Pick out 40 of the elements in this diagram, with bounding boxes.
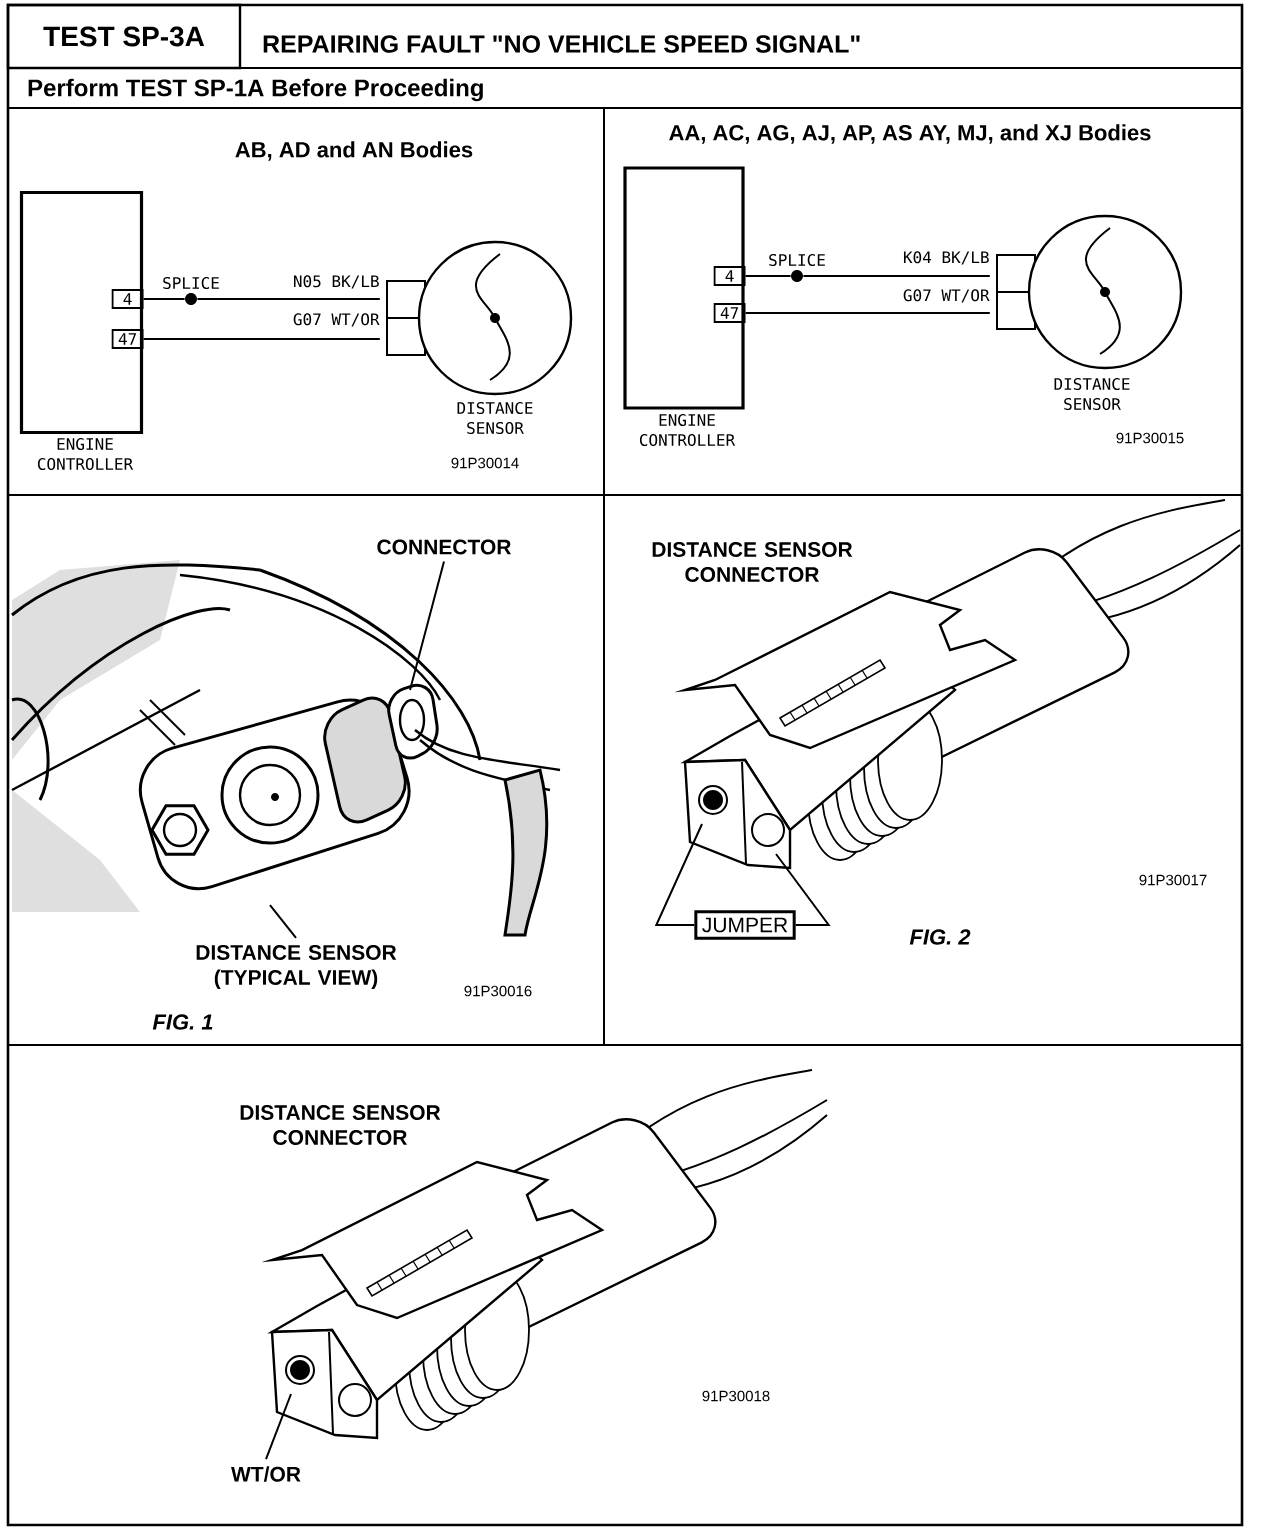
panel-heading: AB, AD and AN Bodies <box>235 141 473 161</box>
wire <box>142 338 381 340</box>
figure-number: 91P30015 <box>1116 432 1184 444</box>
leader-line <box>775 853 831 926</box>
wire <box>744 275 792 277</box>
wire <box>196 298 381 300</box>
pin-box: 4 <box>111 289 144 309</box>
title-text: REPAIRING FAULT "NO VEHICLE SPEED SIGNAL" <box>263 35 860 53</box>
part-label: DISTANCE SENSOR CONNECTOR <box>652 542 853 582</box>
leader-line <box>409 560 445 691</box>
pin-box: 47 <box>713 303 746 323</box>
leader-line <box>269 904 297 939</box>
panel-heading: AA, AC, AG, AJ, AP, AS AY, MJ, and XJ Bodies <box>669 124 1151 144</box>
callout-label: CONNECTOR <box>377 539 511 555</box>
pin-box: 4 <box>713 266 746 286</box>
wire-label: G07 WT/OR <box>903 289 990 303</box>
callout-label: DISTANCE SENSOR (TYPICAL VIEW) <box>196 945 397 989</box>
wire <box>142 298 186 300</box>
wire-label: N05 BK/LB <box>294 275 379 289</box>
figure-number: 91P30014 <box>451 457 519 469</box>
wire-label: K04 BK/LB <box>904 251 989 265</box>
figure-number: 91P30017 <box>1139 874 1207 886</box>
leader-line <box>654 823 703 926</box>
node-label: ENGINE CONTROLLER <box>37 437 134 471</box>
figure-caption: FIG. 2 <box>909 929 971 945</box>
splice-label: SPLICE <box>769 253 825 267</box>
figure-number: 91P30016 <box>464 985 532 997</box>
leader-line <box>265 1393 292 1461</box>
figure-number: 91P30018 <box>702 1390 770 1402</box>
callout-box: JUMPER <box>694 910 796 940</box>
splice-label: SPLICE <box>163 276 219 290</box>
node-label: ENGINE CONTROLLER <box>639 413 736 447</box>
wire-label: G07 WT/OR <box>293 313 380 327</box>
callout-label: WT/OR <box>231 1466 301 1482</box>
wire <box>802 275 991 277</box>
pin-box: 47 <box>111 329 144 349</box>
test-box: TEST SP-3A <box>6 3 242 70</box>
wire <box>744 312 991 314</box>
part-label: DISTANCE SENSOR CONNECTOR <box>240 1105 441 1145</box>
figure-caption: FIG. 1 <box>152 1014 213 1030</box>
